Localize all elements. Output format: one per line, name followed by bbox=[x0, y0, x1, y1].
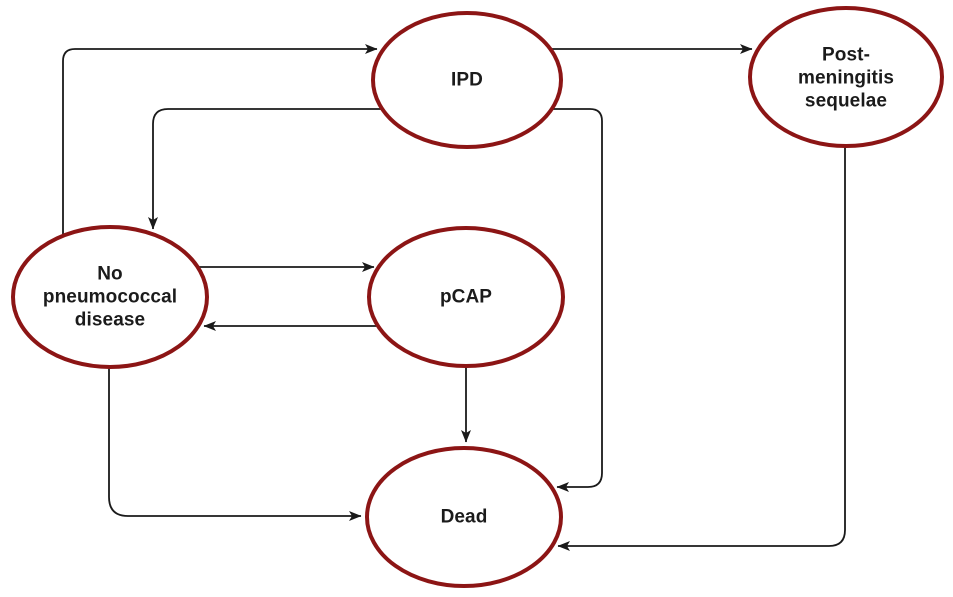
node-ipd-ellipse bbox=[371, 11, 563, 149]
edge-post-meningitis-sequelae-to-dead bbox=[557, 147, 846, 551]
node-label-no-pneumococcal-disease: No pneumococcal disease bbox=[42, 263, 178, 331]
node-no-pneumococcal-disease-ellipse bbox=[11, 225, 209, 369]
node-pcap-ellipse bbox=[367, 226, 565, 368]
node-label-post-meningitis-sequelae: Post-meningitis sequelae bbox=[797, 44, 894, 112]
node-label-pcap: pCAP bbox=[439, 286, 493, 308]
edge-no-pneumococcal-disease-to-dead bbox=[108, 367, 362, 521]
edge-ipd-to-no-pneumococcal-disease bbox=[148, 108, 382, 230]
node-label-ipd: IPD bbox=[451, 69, 483, 91]
edge-ipd-to-dead bbox=[552, 108, 603, 492]
node-dead-ellipse bbox=[365, 446, 563, 588]
node-label-dead: Dead bbox=[440, 506, 488, 528]
node-post-meningitis-sequelae-ellipse bbox=[748, 6, 944, 148]
edge-no-pneumococcal-disease-to-ipd bbox=[62, 44, 378, 236]
